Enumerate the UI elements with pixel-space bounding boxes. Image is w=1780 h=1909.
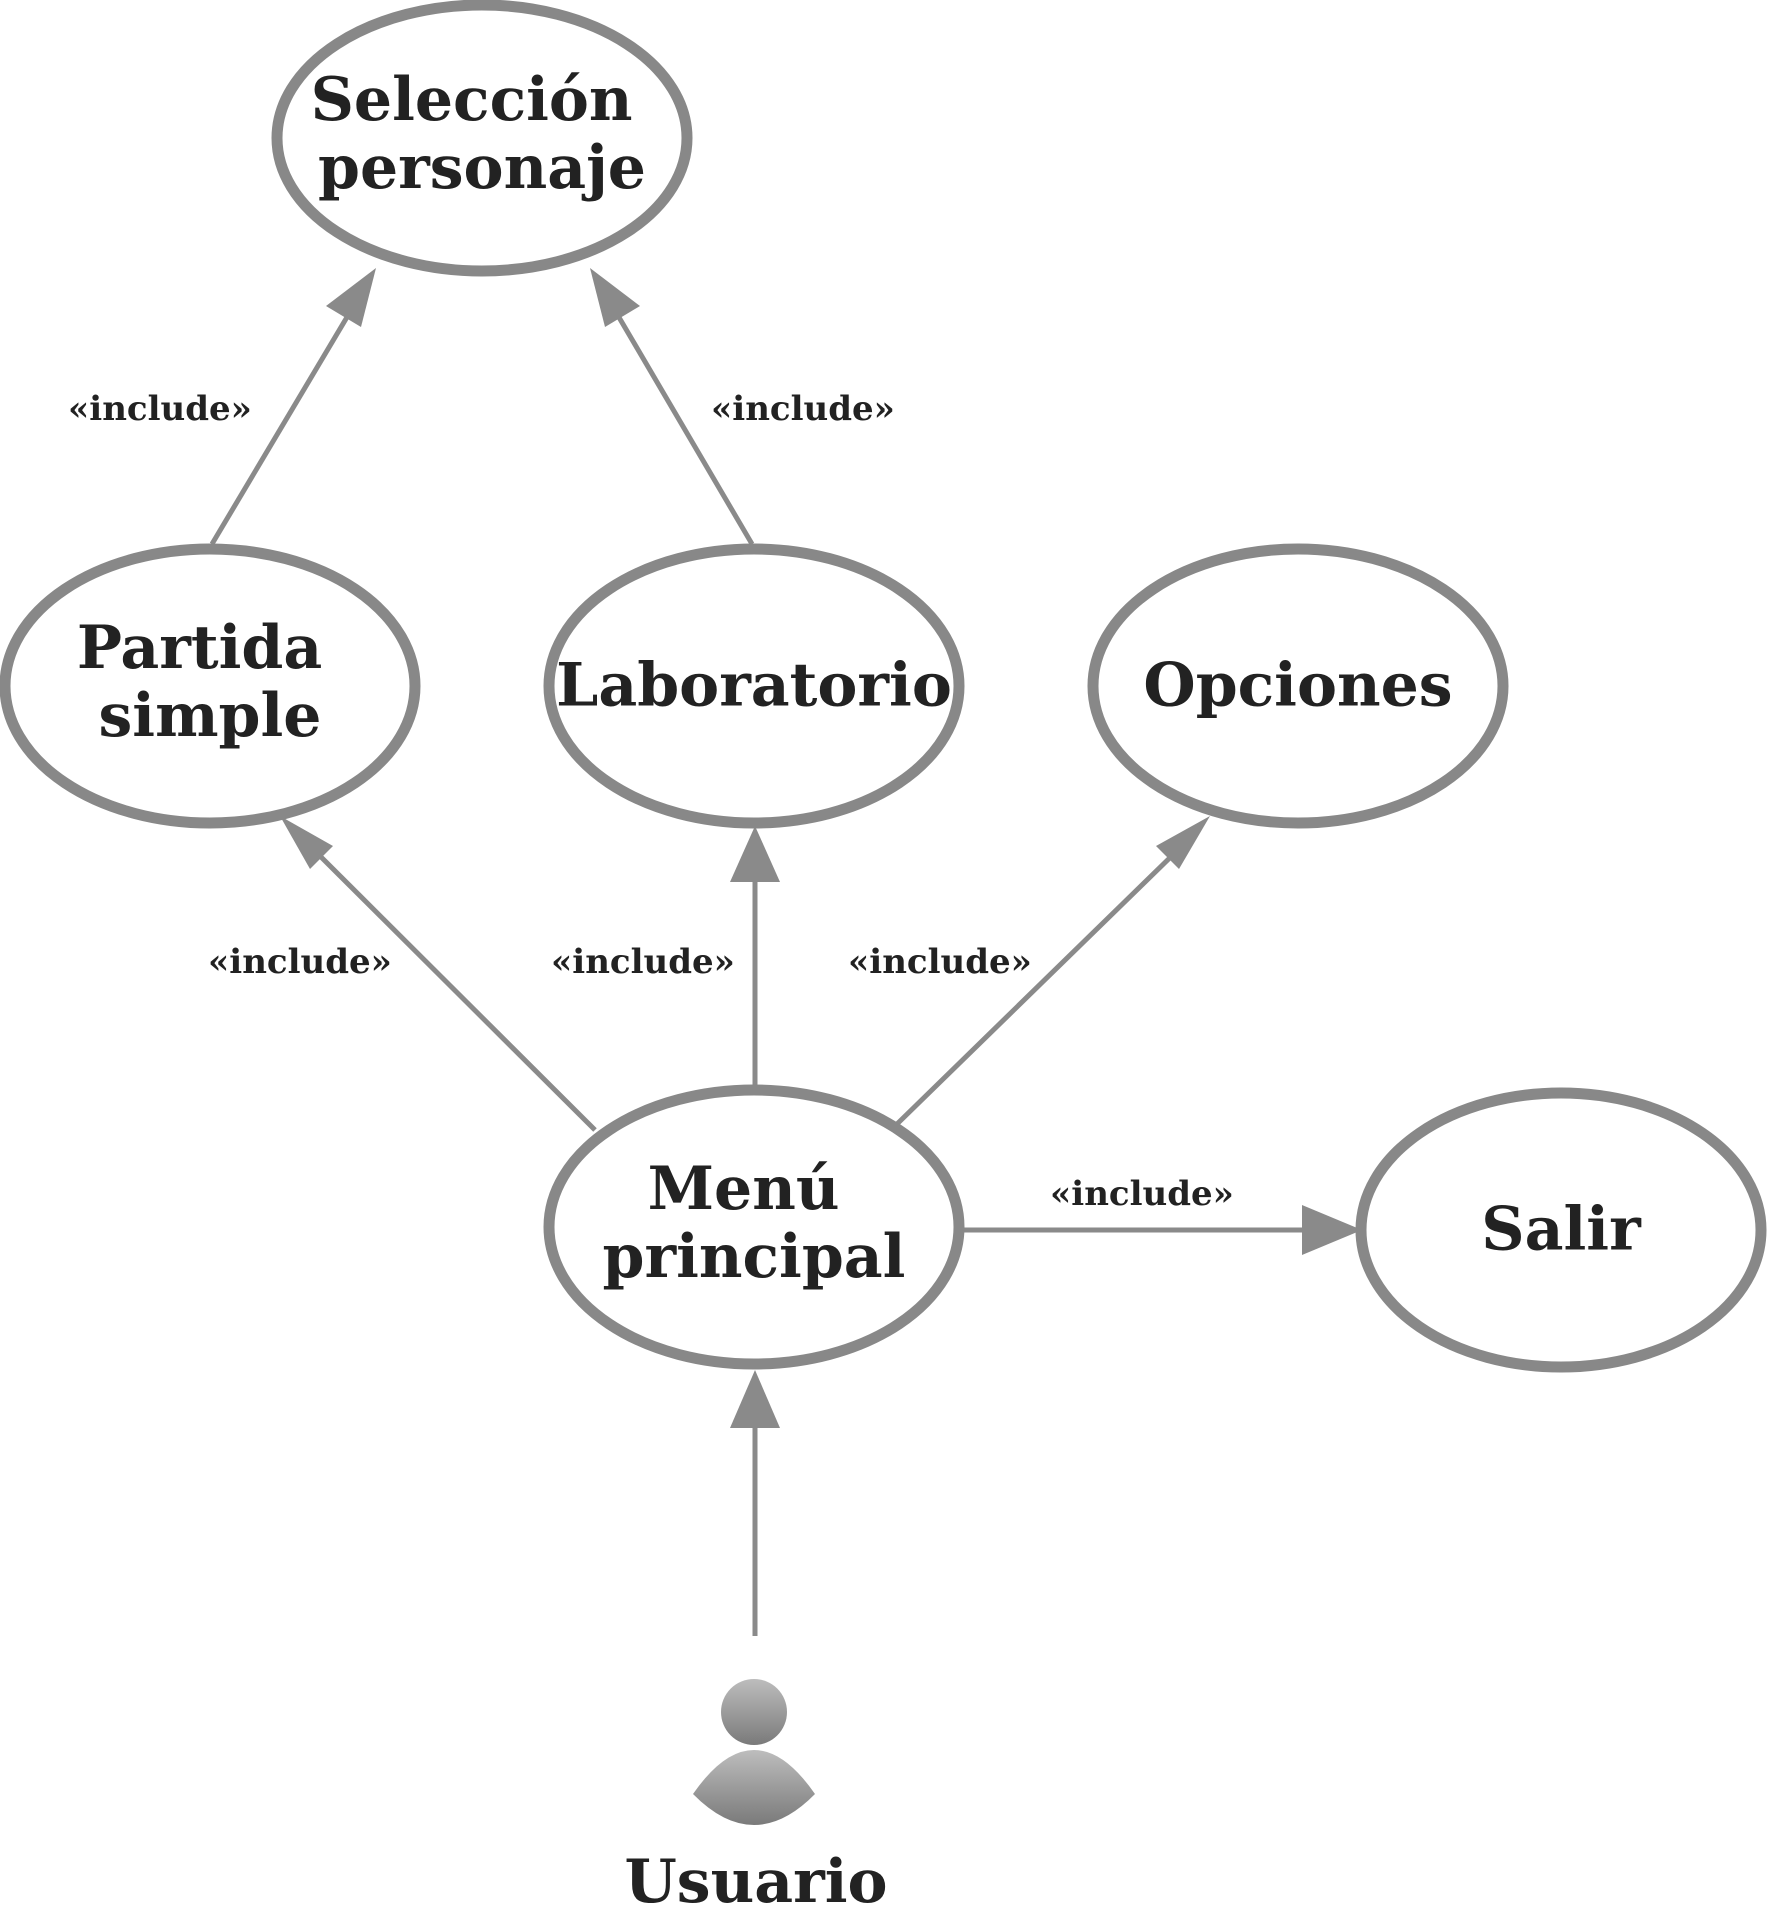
- use-case-salir[interactable]: Salir: [1355, 1087, 1767, 1373]
- relation-label: «include»: [68, 389, 252, 429]
- use-case-label: Salir: [1481, 1195, 1642, 1265]
- use-case-label: Menú principal: [603, 1154, 906, 1292]
- user-icon: [693, 1679, 815, 1825]
- arrow-head: [326, 268, 376, 327]
- arrow-head: [1156, 816, 1210, 869]
- use-case-ellipse: [1355, 1087, 1767, 1373]
- use-case-label-line: simple: [99, 681, 322, 751]
- relation-label: «include»: [208, 942, 392, 982]
- use-case-label-line: Selección: [311, 65, 633, 135]
- use-case-menu-principal[interactable]: Menú principal: [543, 1084, 965, 1370]
- edge-menu-partida: [306, 842, 597, 1132]
- arrow-head: [590, 268, 640, 327]
- edge-laboratorio-seleccion: [607, 300, 755, 546]
- arrow-head: [730, 826, 780, 882]
- relations-layer: «include» «include» «include» «include» …: [68, 268, 1362, 1636]
- use-case-label: Partida simple: [77, 613, 343, 751]
- use-case-label: Selección personaje: [311, 65, 654, 203]
- use-case-label: Opciones: [1143, 651, 1452, 721]
- edge-partida-seleccion: [209, 300, 359, 546]
- use-case-label: Laboratorio: [556, 651, 952, 721]
- use-case-ellipse: [543, 1084, 965, 1370]
- edge-menu-opciones: [894, 842, 1186, 1127]
- arrow-head: [730, 1370, 780, 1428]
- actor-usuario[interactable]: Usuario: [624, 1679, 888, 1909]
- arrow-head: [280, 816, 333, 869]
- use-case-label-line: Menú: [648, 1154, 840, 1224]
- relation-label: «include»: [848, 942, 1032, 982]
- use-case-laboratorio[interactable]: Laboratorio: [543, 543, 965, 829]
- use-case-label-line: principal: [603, 1222, 906, 1292]
- use-cases-layer: Selección personaje Partida simple Labor…: [0, 0, 1767, 1373]
- use-case-ellipse: [543, 543, 965, 829]
- use-case-ellipse: [1087, 543, 1509, 829]
- use-case-opciones[interactable]: Opciones: [1087, 543, 1509, 829]
- use-case-label-line: personaje: [318, 133, 646, 203]
- relation-label: «include»: [551, 942, 735, 982]
- arrow-head: [1302, 1205, 1362, 1255]
- relation-label: «include»: [1050, 1174, 1234, 1214]
- relation-label: «include»: [711, 389, 895, 429]
- actor-label: Usuario: [624, 1847, 887, 1909]
- use-case-label-line: Partida: [77, 613, 322, 683]
- use-case-ellipse: [271, 0, 693, 277]
- use-case-ellipse: [0, 543, 421, 829]
- use-case-partida-simple[interactable]: Partida simple: [0, 543, 421, 829]
- use-case-seleccion-personaje[interactable]: Selección personaje: [271, 0, 693, 277]
